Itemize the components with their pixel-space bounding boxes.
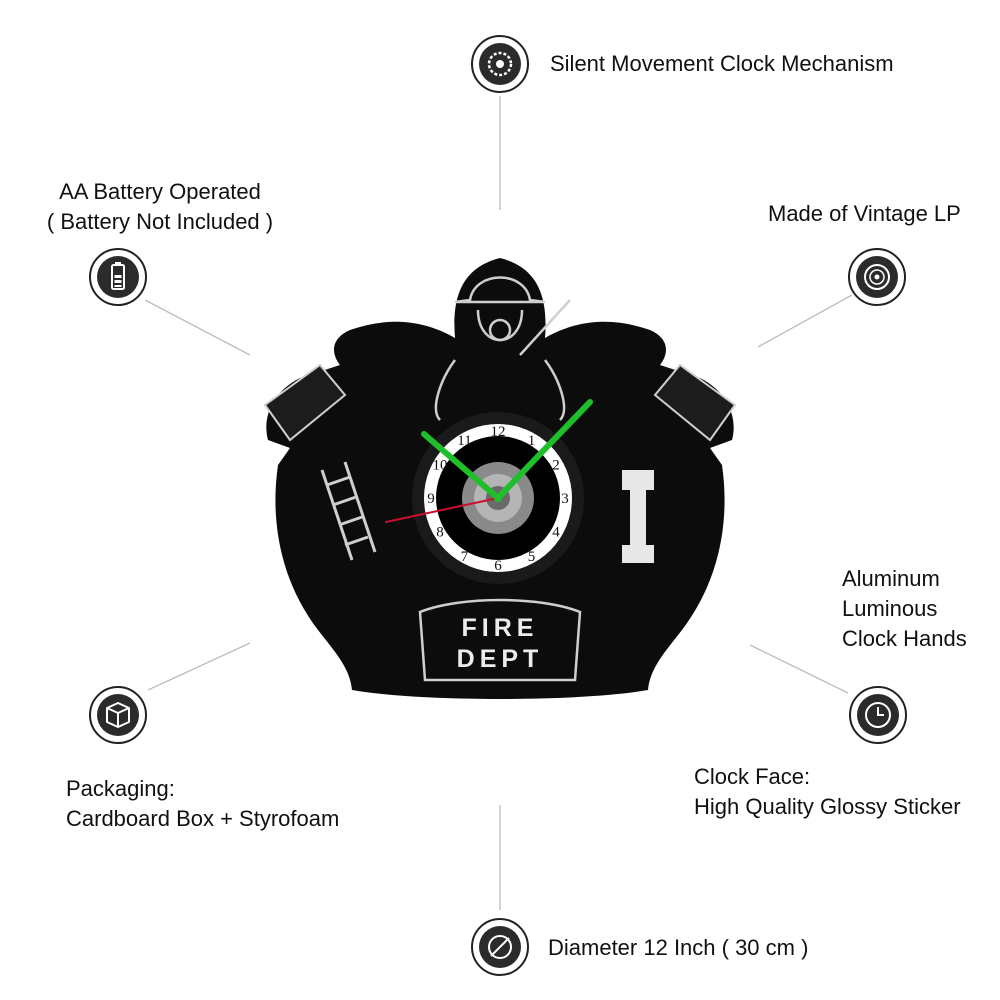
dial-number: 1 — [528, 433, 536, 449]
badge-text-fire: FIRE — [462, 614, 539, 642]
dial-number: 2 — [552, 458, 560, 474]
feature-battery-line2: ( Battery Not Included ) — [46, 209, 274, 234]
feature-packaging-line1: Packaging: — [66, 776, 175, 801]
badge-text-dept: DEPT — [457, 645, 544, 673]
feature-hands-line1: Aluminum — [842, 566, 940, 591]
clock-icon — [849, 686, 907, 744]
box-icon — [89, 686, 147, 744]
gear-icon — [471, 35, 529, 93]
dial-numbers: 12 12 3 45 6 7 8 9 10 11 — [427, 424, 569, 574]
second-hand — [385, 497, 499, 523]
feature-hands-line2: Luminous — [842, 596, 938, 621]
feature-packaging-line2: Cardboard Box + Styrofoam — [66, 806, 340, 831]
dial-number: 12 — [491, 424, 506, 440]
feature-battery-line1: AA Battery Operated — [59, 179, 261, 204]
feature-hands-line3: Clock Hands — [842, 626, 967, 651]
dial-number: 4 — [552, 525, 560, 541]
clock-face: 12 12 3 45 6 7 8 9 10 11 — [385, 399, 593, 584]
feature-diameter-label: Diameter 12 Inch ( 30 cm ) — [548, 935, 809, 960]
feature-face-line1: Clock Face: — [694, 764, 811, 789]
dial-number: 6 — [494, 558, 502, 574]
leader-lines — [144, 96, 853, 910]
dial-number: 11 — [457, 433, 471, 449]
feature-mechanism-label: Silent Movement Clock Mechanism — [550, 51, 894, 76]
dial-number: 5 — [528, 549, 536, 565]
feature-vinyl-label: Made of Vintage LP — [768, 201, 961, 226]
dial-number: 3 — [561, 491, 569, 507]
hour-hand — [421, 431, 501, 501]
vinyl-record-icon — [848, 248, 906, 306]
feature-face-line2: High Quality Glossy Sticker — [694, 794, 961, 819]
dial-number: 10 — [433, 458, 448, 474]
diameter-icon — [471, 918, 529, 976]
dial-number: 9 — [427, 491, 435, 507]
battery-icon — [89, 248, 147, 306]
dial-number: 7 — [461, 549, 469, 565]
dial-number: 8 — [436, 525, 444, 541]
minute-hand — [495, 399, 593, 501]
